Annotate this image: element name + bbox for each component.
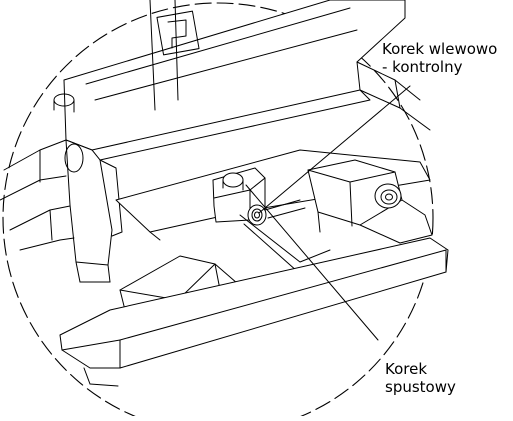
fill-plug-label-line2: - kontrolny bbox=[382, 58, 463, 76]
fill-plug-label-line1: Korek wlewowo bbox=[382, 40, 498, 58]
upper-housing bbox=[63, 0, 406, 163]
right-mount-block bbox=[307, 159, 433, 244]
base-plate bbox=[59, 237, 449, 387]
fill-plug-housing bbox=[212, 167, 267, 226]
fill-plug-bolt bbox=[222, 172, 244, 188]
fill-plug-cap bbox=[247, 204, 267, 226]
right-frame-rails bbox=[356, 61, 431, 131]
drain-plug-leader bbox=[245, 184, 379, 341]
detail-circle bbox=[2, 2, 434, 421]
left-frame-rails bbox=[0, 139, 75, 251]
fill-plug-leader bbox=[258, 85, 411, 214]
left-bracket bbox=[64, 139, 123, 283]
drain-plug-label-line1: Korek bbox=[385, 360, 428, 378]
drain-plug-label-line2: spustowy bbox=[385, 378, 456, 396]
top-left-bolt bbox=[53, 93, 75, 113]
